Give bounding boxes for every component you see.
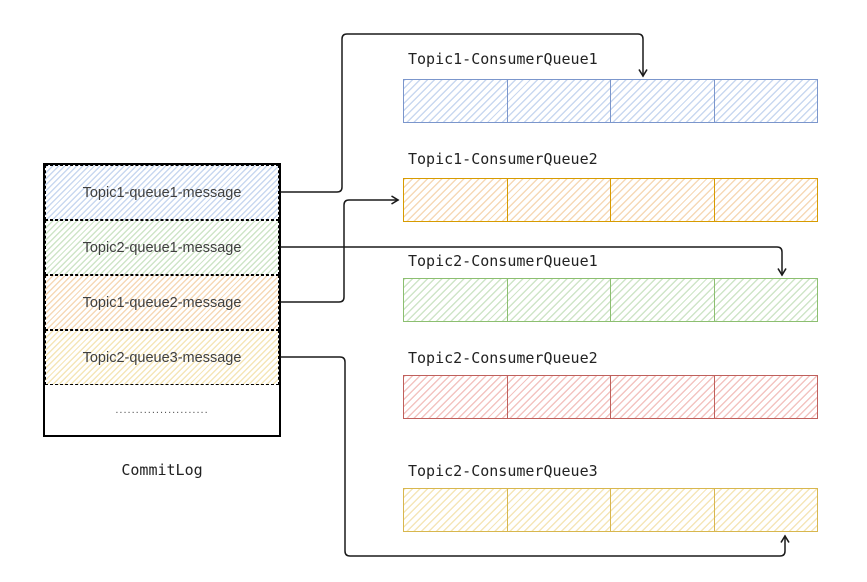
queue-segment: [506, 376, 611, 418]
commitlog-ellipsis-row: .......................: [45, 385, 279, 435]
commitlog-row-label: Topic2-queue3-message: [82, 349, 242, 366]
queue-label-topic2-consumerqueue3: Topic2-ConsumerQueue3: [408, 462, 598, 480]
queue-label-topic1-consumerqueue2: Topic1-ConsumerQueue2: [408, 150, 598, 168]
queue-segment: [713, 279, 818, 321]
commitlog-ellipsis: .......................: [115, 403, 209, 416]
queue-segment: [610, 179, 714, 221]
queue-segment: [506, 80, 611, 122]
queue-segment: [506, 279, 611, 321]
queue-bar-topic2-consumerqueue1: [403, 278, 818, 322]
queue-bar-topic2-consumerqueue2: [403, 375, 818, 419]
queue-segment: [713, 489, 818, 531]
commitlog-label: CommitLog: [121, 461, 203, 479]
queue-segment: [404, 179, 507, 221]
commitlog-row: Topic2-queue1-message: [45, 220, 279, 275]
queue-segment: [506, 179, 611, 221]
queue-label-topic2-consumerqueue1: Topic2-ConsumerQueue1: [408, 252, 598, 270]
queue-segment: [610, 489, 714, 531]
queue-label-topic1-consumerqueue1: Topic1-ConsumerQueue1: [408, 50, 598, 68]
queue-segment: [610, 80, 714, 122]
commitlog-row-label: Topic1-queue2-message: [82, 294, 242, 311]
queue-segment: [713, 80, 818, 122]
queue-segment: [610, 376, 714, 418]
commitlog-row-label: Topic1-queue1-message: [82, 184, 242, 201]
arrow-topic1-queue2-message-to-topic1-consumerqueue2: [280, 195, 400, 303]
commitlog-row: Topic2-queue3-message: [45, 330, 279, 385]
queue-segment: [506, 489, 611, 531]
queue-segment: [713, 376, 818, 418]
queue-segment: [404, 376, 507, 418]
commitlog-row: Topic1-queue1-message: [45, 165, 279, 220]
queue-bar-topic2-consumerqueue3: [403, 488, 818, 532]
queue-segment: [404, 279, 507, 321]
queue-segment: [713, 179, 818, 221]
queue-bar-topic1-consumerqueue2: [403, 178, 818, 222]
commitlog-row: Topic1-queue2-message: [45, 275, 279, 330]
queue-segment: [404, 489, 507, 531]
queue-bar-topic1-consumerqueue1: [403, 79, 818, 123]
queue-segment: [404, 80, 507, 122]
queue-label-topic2-consumerqueue2: Topic2-ConsumerQueue2: [408, 349, 598, 367]
commitlog-row-label: Topic2-queue1-message: [82, 239, 242, 256]
queue-segment: [610, 279, 714, 321]
